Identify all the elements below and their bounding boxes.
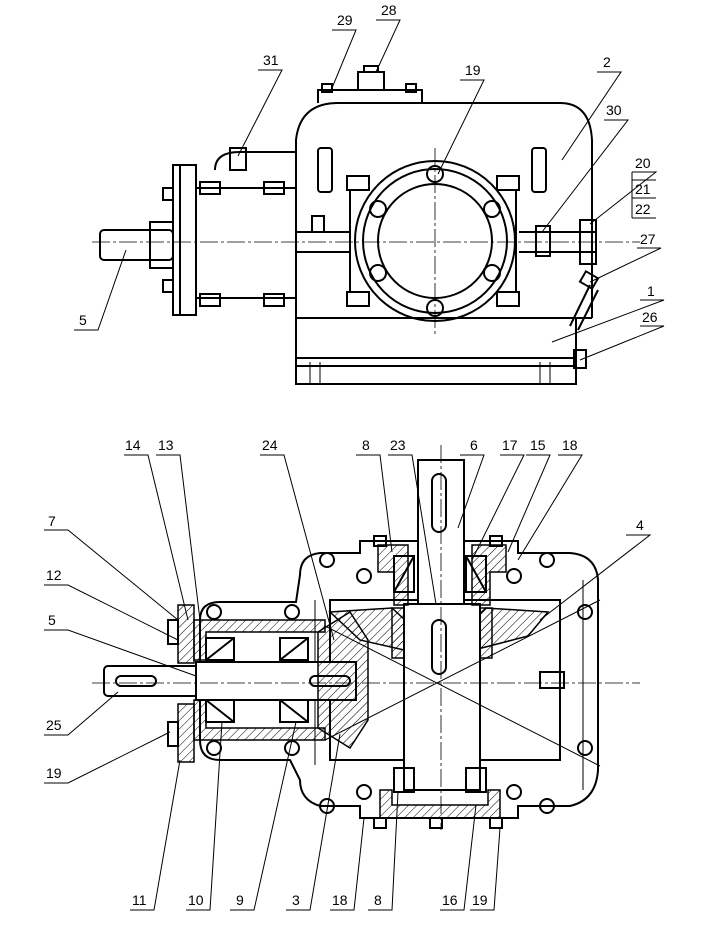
callout-31: 31 [263,52,279,68]
leader-lines [44,19,665,911]
callout-labels: 29 28 31 19 2 30 20 21 22 27 1 26 5 14 1… [46,2,658,908]
callout-21: 21 [635,181,651,197]
callout-8-bottom: 8 [374,892,382,908]
callout-3: 3 [292,892,300,908]
top-view [92,65,640,385]
callout-29: 29 [337,12,353,28]
callout-26: 26 [642,309,658,325]
input-shaft [99,229,174,261]
section-view [92,445,640,830]
callout-24: 24 [262,437,278,453]
housing-base [295,317,577,385]
callout-16: 16 [442,892,458,908]
callout-5-top: 5 [79,312,87,328]
callout-11: 11 [132,892,147,908]
callout-10: 10 [188,892,204,908]
callout-5-section: 5 [48,612,56,628]
callout-23: 23 [390,437,406,453]
housing-outline [295,102,593,318]
callout-14: 14 [125,437,141,453]
callout-30: 30 [606,102,622,118]
callout-27: 27 [640,231,656,247]
callout-19-left: 19 [46,765,62,781]
callout-6: 6 [470,437,478,453]
callout-1: 1 [647,283,655,299]
callout-28: 28 [381,2,397,18]
callout-4: 4 [636,517,644,533]
callout-8-top: 8 [362,437,370,453]
callout-22: 22 [635,201,651,217]
input-housing [195,187,297,299]
callout-13: 13 [158,437,174,453]
callout-25: 25 [46,717,62,733]
callout-17: 17 [502,437,518,453]
callout-15: 15 [530,437,546,453]
callout-12: 12 [46,567,62,583]
callout-9: 9 [236,892,244,908]
callout-18-top: 18 [562,437,578,453]
callout-20: 20 [635,155,651,171]
callout-7: 7 [48,513,56,529]
callout-18-bottom: 18 [332,892,348,908]
callout-19-bottom: 19 [472,892,488,908]
callout-2: 2 [603,54,611,70]
callout-19-top: 19 [465,62,481,78]
